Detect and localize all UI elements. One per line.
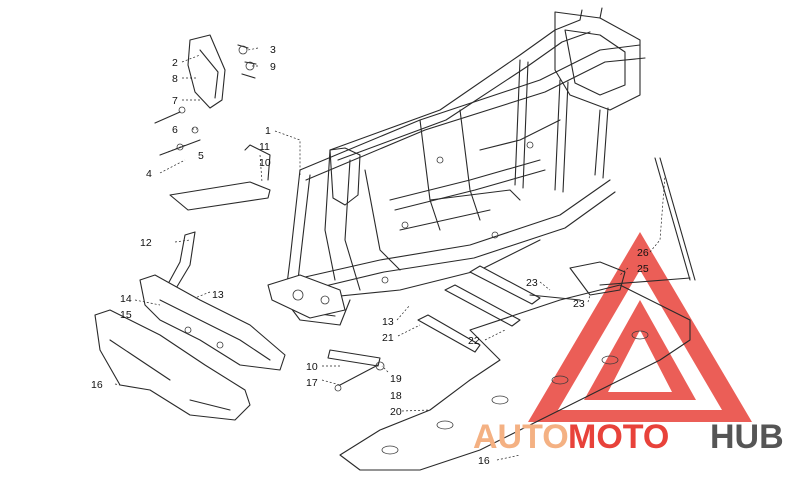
- watermark-moto: MOTO: [568, 418, 669, 456]
- watermark-text: AUTO MOTO HUB: [473, 418, 784, 456]
- watermark-hub: HUB: [710, 418, 784, 456]
- bumper-strut: [167, 231, 196, 291]
- callout-13b: 13: [382, 316, 394, 328]
- skid-plate: [339, 284, 691, 471]
- front-bracket: [169, 144, 271, 211]
- callout-2: 2: [172, 57, 178, 69]
- callout-10b: 10: [306, 361, 318, 373]
- front-bumper: [139, 274, 286, 371]
- callout-12: 12: [140, 237, 152, 249]
- callout-26: 26: [637, 247, 649, 259]
- headlight-bracket: [154, 34, 257, 156]
- callout-23b: 23: [573, 298, 585, 310]
- callout-10: 10: [259, 157, 271, 169]
- callout-14: 14: [120, 293, 132, 305]
- side-rails: [327, 265, 541, 367]
- rear-rod: [529, 157, 696, 301]
- callout-9: 9: [270, 61, 276, 73]
- callout-1: 1: [265, 125, 271, 137]
- callout-4: 4: [146, 168, 152, 180]
- callout-19: 19: [390, 373, 402, 385]
- callout-15: 15: [120, 309, 132, 321]
- callout-22: 22: [468, 335, 480, 347]
- callout-8: 8: [172, 73, 178, 85]
- callout-16b: 16: [478, 455, 490, 467]
- callout-16: 16: [91, 379, 103, 391]
- callout-18: 18: [390, 390, 402, 402]
- mount-bolt: [334, 361, 385, 392]
- bumper-cover: [94, 309, 251, 421]
- leader-lines: [114, 47, 666, 461]
- callout-17: 17: [306, 377, 318, 389]
- callout-7: 7: [172, 95, 178, 107]
- callout-5: 5: [198, 150, 204, 162]
- callout-6: 6: [172, 124, 178, 136]
- watermark-triangle: [528, 232, 752, 422]
- callout-13: 13: [212, 289, 224, 301]
- callout-23: 23: [526, 277, 538, 289]
- main-frame: [267, 7, 646, 326]
- callout-21: 21: [382, 332, 394, 344]
- callout-11: 11: [259, 141, 270, 153]
- callouts: 2 8 7 6 5 4 3 9 1 11 10 12 13 14 15 16 1…: [91, 44, 649, 467]
- callout-3: 3: [270, 44, 276, 56]
- callout-20: 20: [390, 406, 402, 418]
- watermark-auto: AUTO: [473, 418, 569, 456]
- callout-25: 25: [637, 263, 649, 275]
